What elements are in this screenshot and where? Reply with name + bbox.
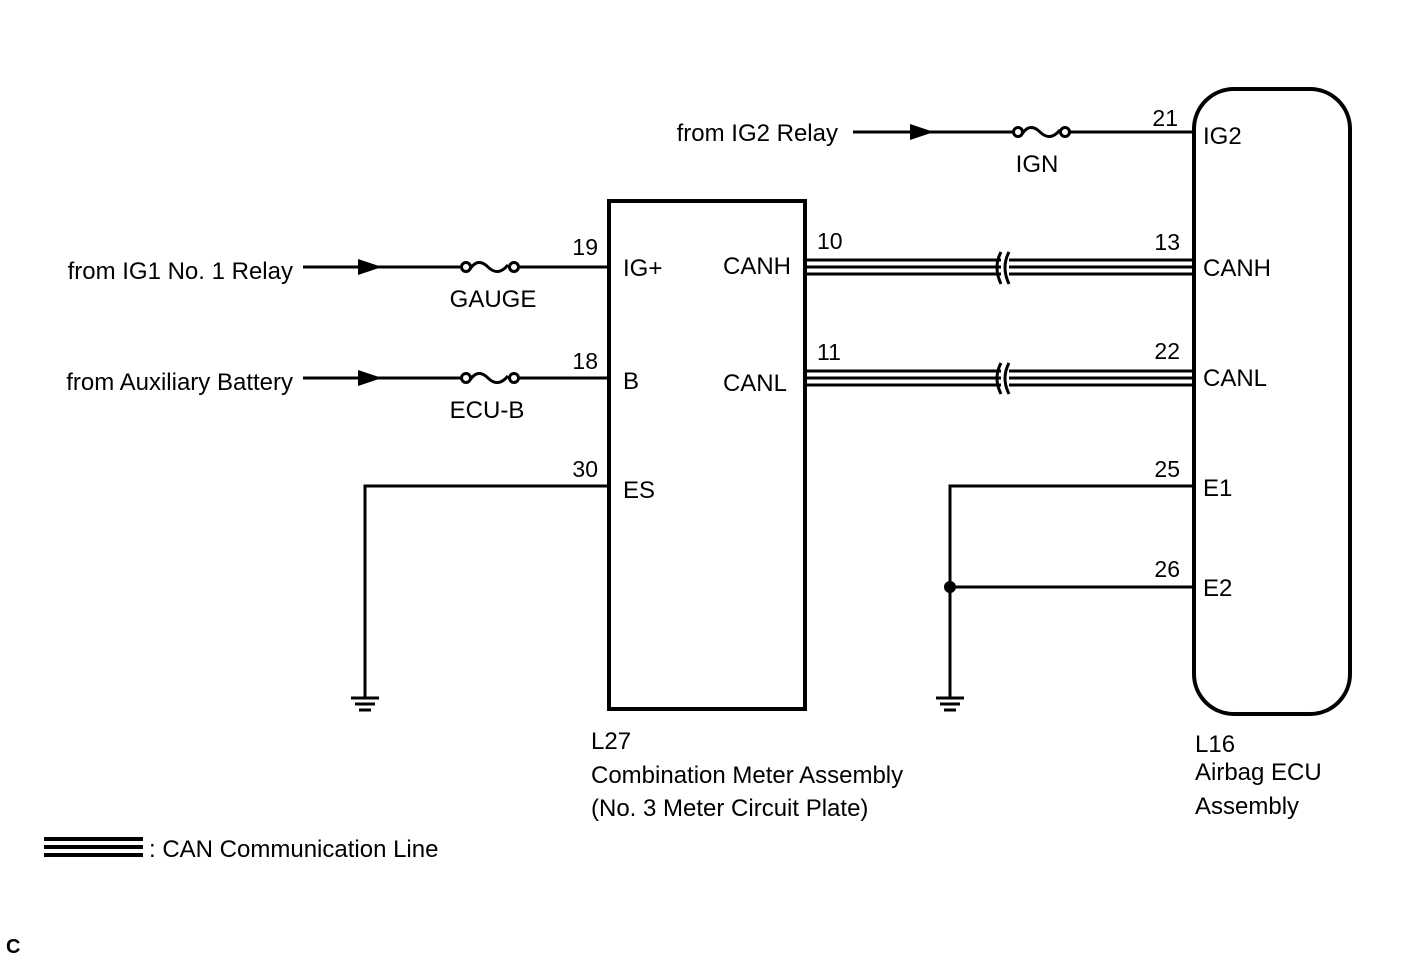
pin-25: 25	[1154, 456, 1180, 482]
meter-name-line1: Combination Meter Assembly	[591, 762, 903, 789]
input-label-ig2-relay: from IG2 Relay	[677, 120, 838, 147]
fuse-label-ign: IGN	[1016, 151, 1059, 178]
aux-battery-input-wire	[303, 370, 462, 386]
pin-13: 13	[1154, 229, 1180, 255]
fuse-ign-icon	[1012, 126, 1071, 138]
pin-19: 19	[572, 234, 598, 260]
pin-22: 22	[1154, 338, 1180, 364]
arrow-icon	[910, 124, 934, 140]
terminal-meter-canh: CANH	[723, 253, 791, 280]
ig1-input-wire	[303, 259, 462, 275]
canh-communication-line	[805, 251, 1194, 285]
canl-communication-line	[805, 362, 1194, 395]
meter-connector-code: L27	[591, 728, 631, 755]
es-ground-wire	[363, 484, 609, 697]
can-line-legend-symbol	[44, 837, 143, 857]
input-label-ig1-relay: from IG1 No. 1 Relay	[68, 258, 293, 285]
pin-10: 10	[817, 228, 843, 254]
e1-ground-wire	[948, 484, 1194, 697]
terminal-b: B	[623, 368, 639, 395]
terminal-meter-canl: CANL	[723, 370, 787, 397]
pin-26: 26	[1154, 556, 1180, 582]
terminal-e2: E2	[1203, 575, 1232, 602]
fuse-gauge-icon	[460, 261, 520, 273]
ig2-input-wire	[853, 124, 1014, 140]
pin-30: 30	[572, 456, 598, 482]
fuse-label-ecu-b: ECU-B	[450, 397, 525, 424]
pin-18: 18	[572, 348, 598, 374]
arrow-icon	[358, 259, 382, 275]
junction-dot	[944, 581, 956, 593]
ground-icon	[351, 696, 379, 712]
ground-icon	[936, 696, 964, 712]
legend-label: : CAN Communication Line	[149, 836, 438, 863]
pin-11: 11	[817, 339, 841, 365]
terminal-ig-plus: IG+	[623, 255, 662, 282]
combination-meter-box	[607, 199, 807, 711]
pin-21: 21	[1152, 105, 1178, 131]
input-label-aux-battery: from Auxiliary Battery	[66, 369, 293, 396]
meter-name-line2: (No. 3 Meter Circuit Plate)	[591, 795, 868, 822]
fuse-label-gauge: GAUGE	[450, 286, 537, 313]
arrow-icon	[358, 370, 382, 386]
terminal-ig2: IG2	[1203, 123, 1242, 150]
terminal-e1: E1	[1203, 475, 1232, 502]
ecu-connector-code: L16	[1195, 731, 1235, 758]
terminal-es: ES	[623, 477, 655, 504]
terminal-ecu-canh: CANH	[1203, 255, 1271, 282]
ecu-name-line2: Assembly	[1195, 793, 1299, 820]
terminal-ecu-canl: CANL	[1203, 365, 1267, 392]
ecu-name-line1: Airbag ECU	[1195, 759, 1322, 786]
fuse-ecu-b-icon	[460, 372, 520, 384]
corner-mark: C	[6, 936, 20, 958]
airbag-ecu-box	[1192, 87, 1352, 716]
